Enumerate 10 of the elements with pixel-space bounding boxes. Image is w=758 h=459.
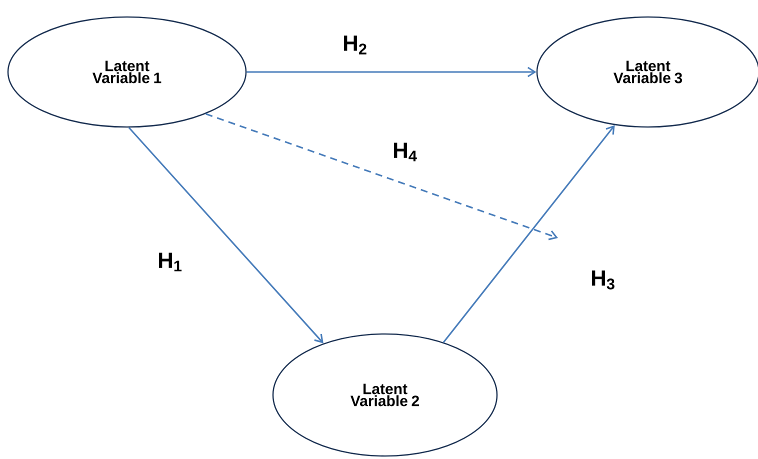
ellipse-node: Latent Variable 1 — [7, 16, 247, 128]
edge-label: H$_{2}$ — [340, 34, 370, 56]
arrow — [246, 66, 536, 78]
edge-label: H$_{4}$ — [390, 140, 420, 164]
edge-label: H$_{1}$ — [156, 250, 184, 274]
arrow — [128, 127, 324, 344]
ellipse-node: Latent Variable 2 — [272, 333, 498, 457]
arrow — [206, 113, 558, 240]
arrow — [442, 125, 615, 343]
edge-label: H$_{3}$ — [588, 268, 618, 292]
